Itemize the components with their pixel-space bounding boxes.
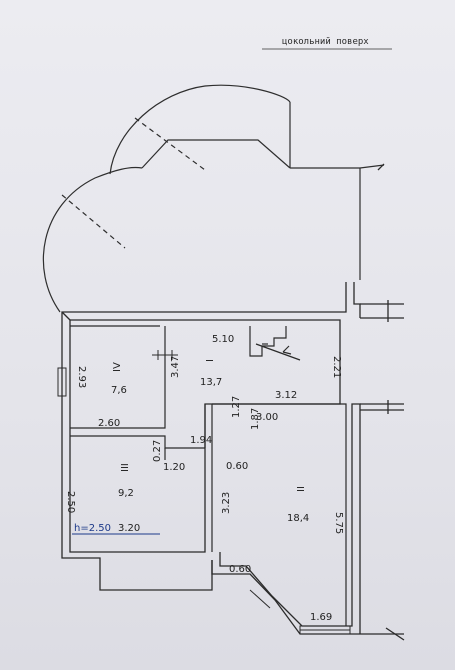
room-area-iv: 7,6 bbox=[111, 385, 127, 396]
dim-0-27: 0.27 bbox=[152, 440, 163, 462]
partitions bbox=[70, 325, 347, 626]
dim-2-60: 2.60 bbox=[98, 418, 120, 429]
dim-1-27: 1.27 bbox=[231, 396, 242, 418]
dim-3-00: 3.00 bbox=[256, 412, 278, 423]
window-marks bbox=[57, 350, 351, 635]
dim-2-21: 2.21 bbox=[331, 356, 342, 378]
height-note: h=2.50 bbox=[74, 523, 111, 534]
dim-0-60-bottom: 0.60 bbox=[229, 564, 251, 575]
room-numeral-iii: III bbox=[120, 463, 131, 472]
room-numeral-iv: IV bbox=[112, 362, 123, 372]
dim-3-23: 3.23 bbox=[221, 492, 232, 514]
dim-0-60-top: 0.60 bbox=[226, 461, 248, 472]
dim-1-87: 1.87 bbox=[250, 408, 261, 430]
dim-3-12: 3.12 bbox=[275, 390, 297, 401]
room-numeral-i: I bbox=[205, 359, 216, 362]
dim-5-75: 5.75 bbox=[333, 512, 344, 534]
dim-1-20: 1.20 bbox=[163, 462, 185, 473]
room-labels: IV 7,6 I 13,7 II 18,4 III 9,2 bbox=[111, 359, 309, 524]
dim-2-93: 2.93 bbox=[76, 366, 87, 388]
dim-1-94: 1.94 bbox=[190, 435, 212, 446]
room-numeral-ii: II bbox=[296, 486, 307, 492]
dim-5-10: 5.10 bbox=[212, 334, 234, 345]
dim-3-20: 3.20 bbox=[118, 523, 140, 534]
room-area-iii: 9,2 bbox=[118, 488, 134, 499]
room-area-ii: 18,4 bbox=[287, 513, 309, 524]
dimension-labels: 5.10 2.93 3.47 2.21 3.12 2.60 1.27 1.87 … bbox=[65, 334, 344, 623]
plan-title: цокольний поверх bbox=[282, 37, 369, 47]
dim-1-69: 1.69 bbox=[310, 612, 332, 623]
dim-2-50: 2.50 bbox=[65, 491, 76, 513]
site-outline bbox=[42, 84, 385, 313]
room-area-i: 13,7 bbox=[200, 377, 222, 388]
dim-3-47: 3.47 bbox=[170, 356, 181, 378]
